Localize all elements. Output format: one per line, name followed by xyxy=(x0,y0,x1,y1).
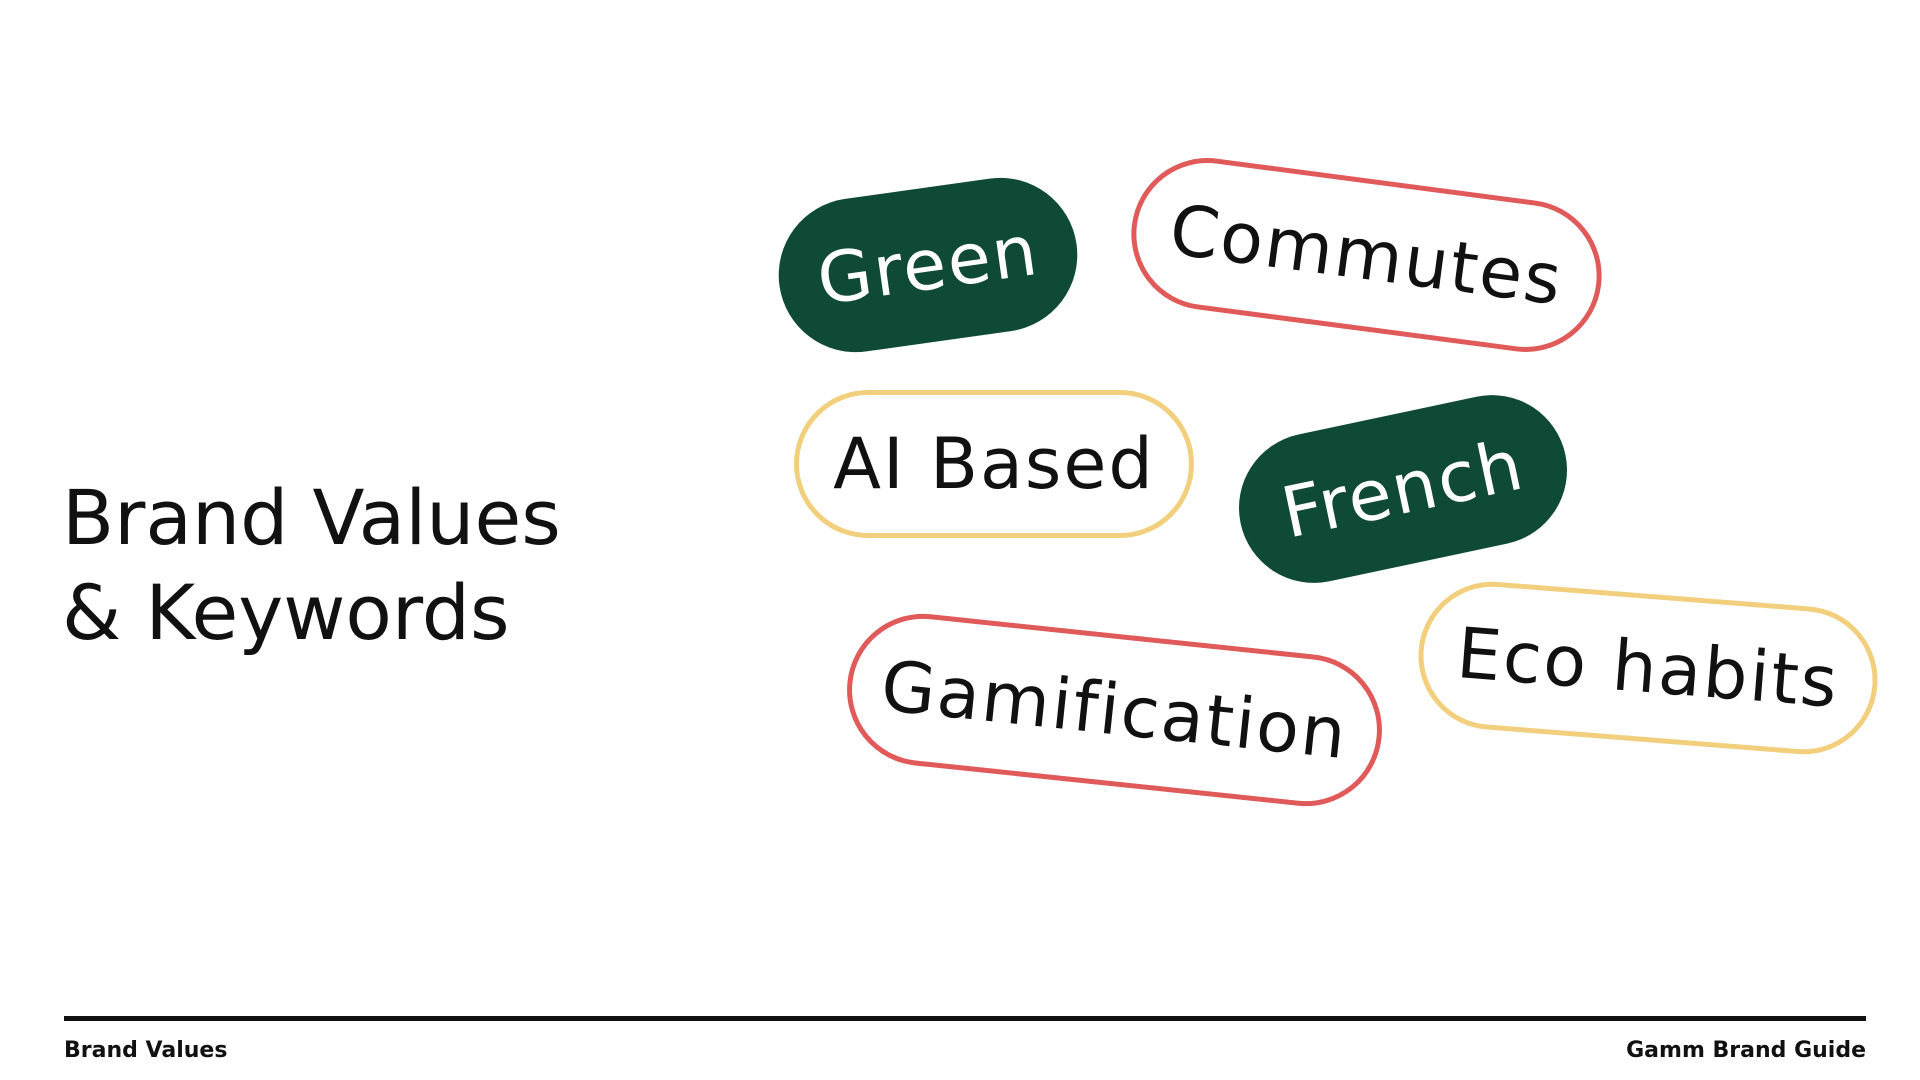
keyword-pill-eco-habits: Eco habits xyxy=(1412,576,1884,760)
keyword-pill-green: Green xyxy=(768,167,1088,363)
keyword-pill-french: French xyxy=(1225,381,1581,597)
keyword-pill-ai-based: AI Based xyxy=(794,390,1194,538)
title-line-2: & Keywords xyxy=(62,568,510,657)
keyword-pill-gamification: Gamification xyxy=(839,606,1390,814)
title-line-1: Brand Values xyxy=(62,473,561,562)
footer-section-label: Brand Values xyxy=(64,1038,228,1063)
keyword-pill-commutes: Commutes xyxy=(1122,148,1611,362)
footer-divider xyxy=(64,1016,1866,1021)
footer-document-title: Gamm Brand Guide xyxy=(1626,1038,1866,1063)
page-title: Brand Values & Keywords xyxy=(62,470,561,660)
